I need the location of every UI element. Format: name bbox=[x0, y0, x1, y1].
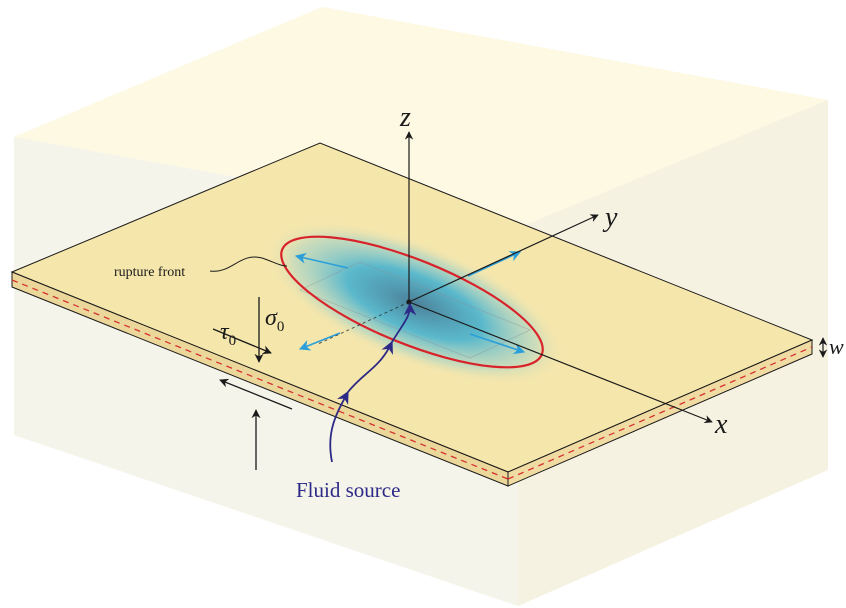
thickness-label: w bbox=[829, 334, 844, 359]
z-axis-label: z bbox=[399, 102, 411, 133]
expansion-arrow-icon bbox=[294, 252, 349, 269]
fluid-flow-arrow-icon bbox=[347, 340, 393, 393]
expansion-arrow-icon bbox=[467, 251, 522, 277]
stress-arrows bbox=[212, 297, 293, 470]
sigma0-label: σ0 bbox=[265, 305, 284, 335]
negative-y-axis bbox=[317, 301, 410, 345]
fault-plane-line bbox=[11, 279, 813, 480]
thickness-marker: w bbox=[818, 334, 844, 359]
rupture-front-leader bbox=[209, 256, 288, 272]
expansion-arrows bbox=[294, 251, 526, 355]
x-axis bbox=[408, 301, 713, 424]
rupture-front-label: rupture front bbox=[114, 265, 185, 280]
y-axis-label: y bbox=[602, 202, 618, 233]
shear-arrow-icon bbox=[219, 378, 293, 410]
fluid-source-label: Fluid source bbox=[296, 478, 400, 502]
y-axis bbox=[408, 214, 599, 303]
fluid-flow-arrow-icon bbox=[391, 302, 417, 343]
shear-arrow-icon bbox=[212, 328, 272, 355]
expansion-arrow-icon bbox=[298, 332, 341, 351]
origin-point bbox=[406, 299, 412, 305]
tau0-label: τ0 bbox=[220, 319, 236, 349]
fluid-source-path bbox=[329, 302, 417, 463]
fluid-flow-arrow-icon bbox=[329, 390, 349, 463]
inner-plane-outline bbox=[299, 261, 531, 359]
x-axis-label: x bbox=[714, 409, 728, 440]
coordinate-axes: z y x bbox=[317, 102, 728, 440]
expansion-arrow-icon bbox=[469, 333, 526, 355]
